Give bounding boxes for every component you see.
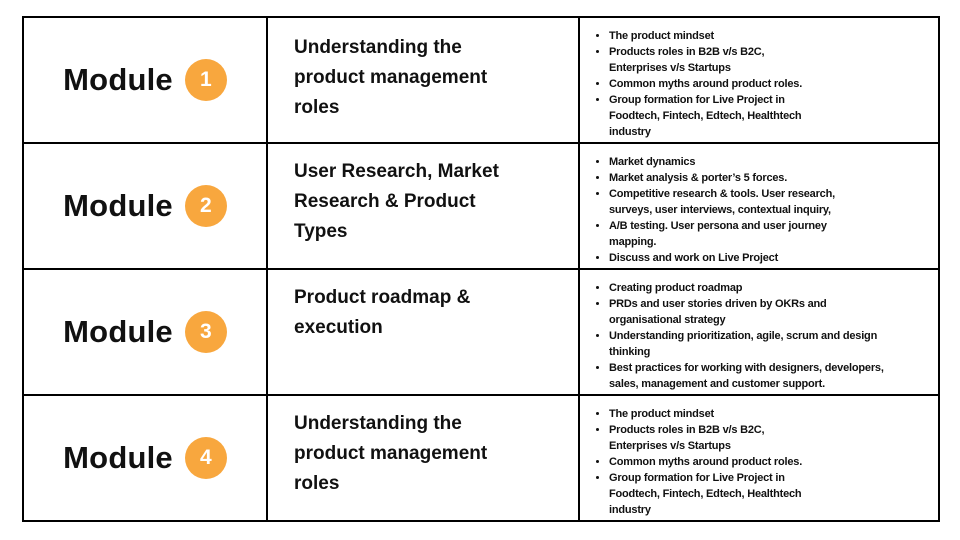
module-2-topics-list: Market dynamicsMarket analysis & porter’…	[594, 154, 934, 266]
module-row-3: Module 3 Product roadmap & execution Cre…	[24, 270, 938, 396]
module-3-topics-cell: Creating product roadmapPRDs and user st…	[580, 270, 938, 394]
module-3-title-cell: Product roadmap & execution	[268, 270, 580, 394]
module-2-label: Module	[63, 188, 173, 223]
topic-item: Group formation for Live Project in Food…	[609, 470, 934, 518]
module-4-number-badge: 4	[184, 437, 227, 479]
module-row-4: Module 4 Understanding the product manag…	[24, 396, 938, 520]
module-4-topics-cell: The product mindsetProducts roles in B2B…	[580, 396, 938, 520]
topic-item: Group formation for Live Project in Food…	[609, 92, 934, 140]
module-2-topics-cell: Market dynamicsMarket analysis & porter’…	[580, 144, 938, 268]
module-4-title: Understanding the product management rol…	[294, 413, 488, 494]
module-row-2: Module 2 User Research, Market Research …	[24, 144, 938, 270]
module-4-title-cell: Understanding the product management rol…	[268, 396, 580, 520]
topic-item: Understanding prioritization, agile, scr…	[609, 328, 934, 360]
topic-item: Products roles in B2B v/s B2C, Enterpris…	[609, 44, 934, 76]
topic-item: The product mindset	[609, 406, 934, 422]
topic-item: Discuss and work on Live Project	[609, 250, 934, 266]
module-3-label: Module	[63, 314, 173, 349]
module-1-topics-list: The product mindsetProducts roles in B2B…	[594, 28, 934, 140]
modules-table: Module 1 Understanding the product manag…	[22, 16, 940, 522]
module-4-label: Module	[63, 440, 173, 475]
module-4-topics-list: The product mindsetProducts roles in B2B…	[594, 406, 934, 518]
topic-item: Market analysis & porter’s 5 forces.	[609, 170, 934, 186]
module-3-topics-list: Creating product roadmapPRDs and user st…	[594, 280, 934, 392]
topic-item: The product mindset	[609, 28, 934, 44]
module-3-label-cell: Module 3	[24, 270, 268, 394]
topic-item: Common myths around product roles.	[609, 454, 934, 470]
module-3-number-badge: 3	[184, 311, 227, 353]
topic-item: Market dynamics	[609, 154, 934, 170]
topic-item: Products roles in B2B v/s B2C, Enterpris…	[609, 422, 934, 454]
topic-item: Creating product roadmap	[609, 280, 934, 296]
topic-item: A/B testing. User persona and user journ…	[609, 218, 934, 250]
topic-item: Best practices for working with designer…	[609, 360, 934, 392]
module-2-label-cell: Module 2	[24, 144, 268, 268]
module-1-label-cell: Module 1	[24, 18, 268, 142]
topic-item: Common myths around product roles.	[609, 76, 934, 92]
topic-item: Competitive research & tools. User resea…	[609, 186, 934, 218]
module-2-title-cell: User Research, Market Research & Product…	[268, 144, 580, 268]
module-3-title: Product roadmap & execution	[294, 287, 471, 338]
module-1-topics-cell: The product mindsetProducts roles in B2B…	[580, 18, 938, 142]
module-row-1: Module 1 Understanding the product manag…	[24, 18, 938, 144]
module-4-label-cell: Module 4	[24, 396, 268, 520]
topic-item: PRDs and user stories driven by OKRs and…	[609, 296, 934, 328]
module-1-title: Understanding the product management rol…	[294, 37, 488, 118]
module-1-title-cell: Understanding the product management rol…	[268, 18, 580, 142]
module-2-number-badge: 2	[184, 185, 227, 227]
module-2-title: User Research, Market Research & Product…	[294, 161, 499, 242]
module-1-label: Module	[63, 62, 173, 97]
module-1-number-badge: 1	[184, 59, 227, 101]
